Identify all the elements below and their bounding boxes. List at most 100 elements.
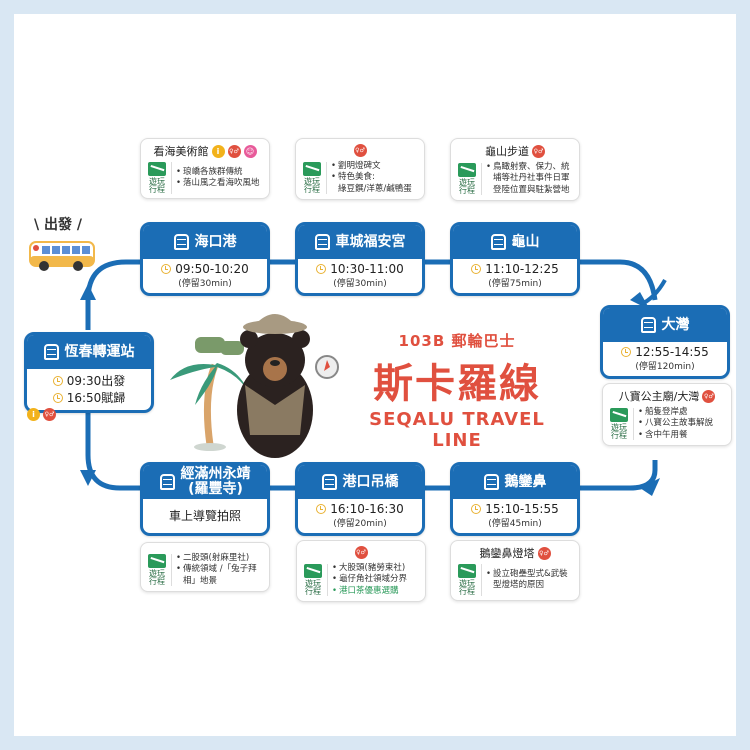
time-text: 10:30-11:00 <box>330 262 404 276</box>
depart-label: \ 出發 / <box>34 217 82 233</box>
station-name: 經滿州永靖 (羅豐寺) <box>180 466 251 497</box>
trail-badge: 遊玩行程 <box>301 162 327 195</box>
toilet-icon: ♀♂ <box>537 546 551 560</box>
info-title-text: 龜山步道 <box>485 145 529 158</box>
station-body: 11:10-12:25 (停留75min) <box>453 259 577 293</box>
station-time: 15:10-15:55 <box>455 502 575 516</box>
stay-duration: (停留30min) <box>333 279 387 289</box>
bullet-item: 特色美食: 綠豆饌/洋蔥/鹹鴨蛋 <box>331 172 419 195</box>
station-header: 大灣 <box>603 308 727 342</box>
bullet-list: 船隻登岸處八寶公主故事解說含中午用餐 <box>638 407 726 442</box>
station-time: 11:10-12:25 <box>455 262 575 276</box>
station-note: 車上導覽拍照 <box>168 509 241 523</box>
station-name: 鵝鑾鼻 <box>504 473 547 490</box>
info-title: 龜山步道♀♂ <box>456 143 574 159</box>
bullet-list: 大股頭(豬勞束社)龜仔角社領域分界港口茶優惠選購 <box>332 563 420 598</box>
station-time: 09:30出發 <box>29 372 149 389</box>
station-time: 16:50賦歸 <box>29 389 149 406</box>
clock-icon <box>316 264 327 274</box>
info-card: ♀♂ 遊玩行程大股頭(豬勞束社)龜仔角社領域分界港口茶優惠選購 <box>296 540 426 603</box>
station-time: 10:30-11:00 <box>300 262 420 276</box>
bullet-item: 八寶公主故事解說 <box>638 418 726 430</box>
bus-icon <box>483 474 499 490</box>
station-body: 09:30出發 16:50賦歸 <box>27 369 151 410</box>
info-row: 遊玩行程設立砲壘型式&武裝型燈塔的原因 <box>456 564 574 596</box>
station-header: 車城福安宮 <box>298 225 422 259</box>
station-body: 16:10-16:30(停留20min) <box>298 499 422 533</box>
clock-icon <box>52 375 63 386</box>
toilet-icon: ♀♂ <box>353 144 367 157</box>
time-text: 09:50-10:20 <box>175 262 249 276</box>
stay-duration: (停留75min) <box>488 279 542 289</box>
bullet-item: 二股頭(射麻里社) <box>176 553 264 565</box>
station-header: 鵝鑾鼻 <box>453 465 577 499</box>
station-body: 10:30-11:00 (停留30min) <box>298 259 422 293</box>
clock-icon <box>471 504 482 514</box>
trail-map-icon <box>610 408 628 423</box>
info-row: 遊玩行程劉明燈碑文特色美食: 綠豆饌/洋蔥/鹹鴨蛋 <box>301 161 419 195</box>
info-title: 鵝鑾鼻燈塔♀♂ <box>456 545 574 561</box>
station-header: 港口吊橋 <box>298 465 422 499</box>
info-icon: i <box>27 408 40 421</box>
info-card: 鵝鑾鼻燈塔♀♂ 遊玩行程設立砲壘型式&武裝型燈塔的原因 <box>450 540 580 601</box>
trail-badge: 遊玩行程 <box>146 162 172 194</box>
station-time: 12:55-14:55 <box>605 345 725 359</box>
bullet-item: 落山風之看海吹風地 <box>176 178 264 190</box>
info-title-text: 鵝鑾鼻燈塔 <box>479 547 535 560</box>
trail-map-icon <box>303 162 321 177</box>
bullet-item: 劉明燈碑文 <box>331 161 419 173</box>
bus-icon <box>321 474 337 490</box>
bullet-item: 含中午用餐 <box>638 430 726 442</box>
station-card[interactable]: 鵝鑾鼻 15:10-15:55 (停留45min) <box>450 462 580 536</box>
info-row: 遊玩行程琅嶠各族群傳統落山風之看海吹風地 <box>146 162 264 194</box>
station-card[interactable]: 恆春轉運站 09:30出發 16:50賦歸 <box>24 332 154 413</box>
time-text: 16:50賦歸 <box>66 391 126 405</box>
info-title-text: 八寶公主廟/大灣 <box>618 390 700 403</box>
bullet-list: 二股頭(射麻里社)傳統領域 /「兔子拜相」地景 <box>176 553 264 587</box>
station-name: 車城福安宮 <box>335 233 406 250</box>
route-english: SEQALU TRAVEL LINE <box>369 409 545 451</box>
hub-amenities: i♀♂ <box>27 408 56 421</box>
station-body: 09:50-10:20 (停留30min) <box>143 259 267 293</box>
toilet-icon: ♀♂ <box>227 144 241 158</box>
info-title: 八寶公主廟/大灣♀♂ <box>608 388 726 404</box>
toilet-icon: ♀♂ <box>43 408 56 421</box>
station-header: 經滿州永靖 (羅豐寺) <box>143 465 267 499</box>
nursing-icon: ☺ <box>243 144 257 158</box>
info-row: 遊玩行程大股頭(豬勞束社)龜仔角社領域分界港口茶優惠選購 <box>302 563 420 598</box>
toilet-icon: ♀♂ <box>354 546 368 559</box>
stay-duration: (停留45min) <box>488 519 542 529</box>
station-body: 15:10-15:55 (停留45min) <box>453 499 577 533</box>
trail-label: 遊玩行程 <box>459 579 475 596</box>
stay-duration: (停留30min) <box>178 279 232 289</box>
bus-icon <box>173 234 189 250</box>
trail-map-icon <box>148 162 166 176</box>
time-text: 12:55-14:55 <box>635 345 709 359</box>
info-title-text: 看海美術館 <box>153 145 209 158</box>
bus-icon <box>490 234 506 250</box>
station-card[interactable]: 龜山 11:10-12:25 (停留75min) <box>450 222 580 296</box>
bullet-item: 琅嶠各族群傳統 <box>176 167 264 179</box>
station-name: 龜山 <box>511 233 540 250</box>
bullet-item: 港口茶優惠選購 <box>332 586 420 598</box>
info-title: ♀♂ <box>301 143 419 158</box>
station-card[interactable]: 車城福安宮 10:30-11:00 (停留30min) <box>295 222 425 296</box>
clock-icon <box>52 392 63 403</box>
time-text: 09:30出發 <box>66 374 126 388</box>
bullet-item: 鳥瞰射寮、保力、統埔等社丹社事件日軍登陸位置與駐紮營地 <box>486 162 574 196</box>
station-body: 12:55-14:55(停留120min) <box>603 342 727 376</box>
bus-icon <box>640 317 656 333</box>
station-header: 恆春轉運站 <box>27 335 151 369</box>
station-card[interactable]: 經滿州永靖 (羅豐寺) 車上導覽拍照 <box>140 462 270 536</box>
bullet-list: 琅嶠各族群傳統落山風之看海吹風地 <box>176 167 264 190</box>
clock-icon <box>316 504 327 514</box>
route-name: 斯卡羅線 <box>373 361 541 407</box>
info-title: ♀♂ <box>302 545 420 560</box>
trail-badge: 遊玩行程 <box>608 408 634 441</box>
trail-map-icon <box>458 564 476 578</box>
